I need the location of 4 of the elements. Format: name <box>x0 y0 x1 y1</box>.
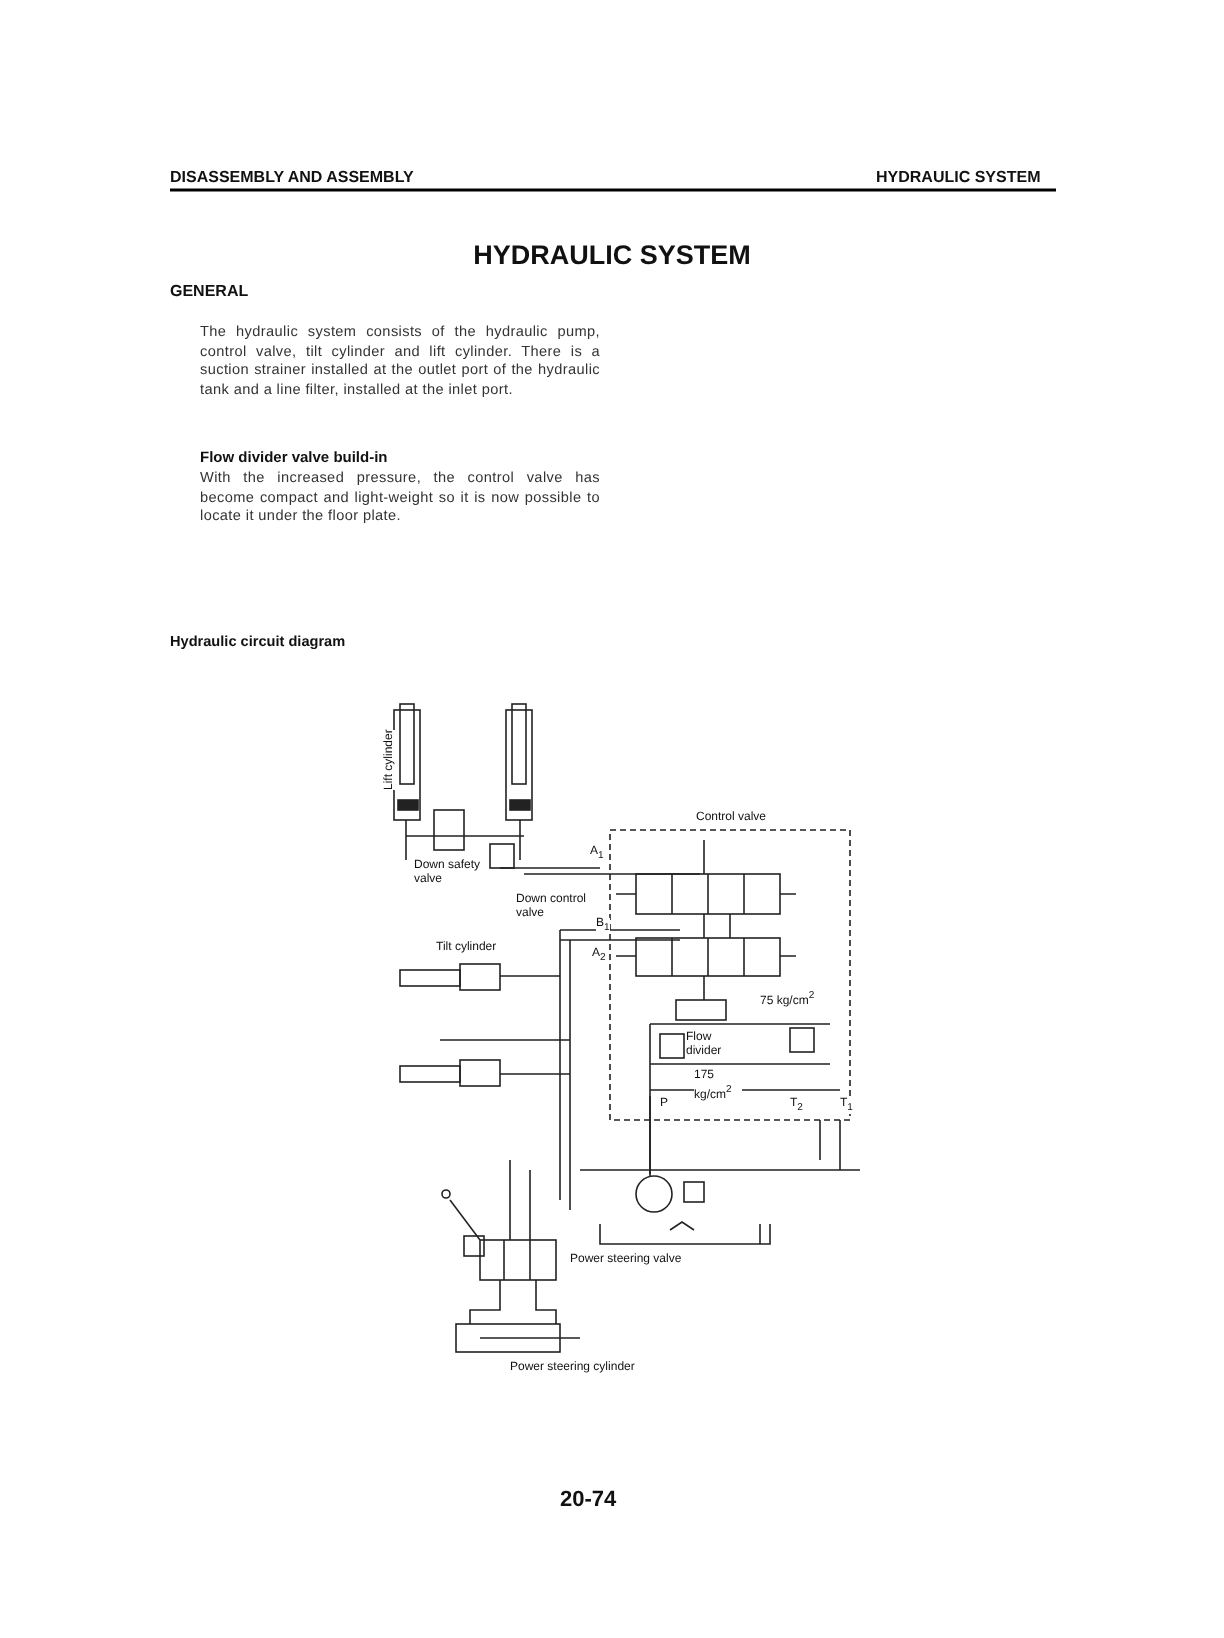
header-text: DISASSEMBLY AND ASSEMBLY <box>170 168 414 186</box>
page-number: 20-74 <box>560 1488 617 1512</box>
header-text: HYDRAULIC SYSTEM <box>876 168 1041 186</box>
section-heading: GENERAL <box>170 282 249 300</box>
